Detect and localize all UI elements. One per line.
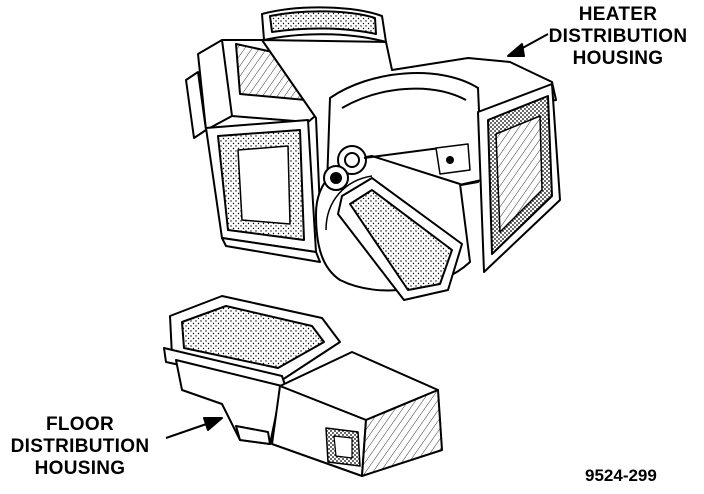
heater-distribution-housing (185, 6, 561, 301)
heater-distribution-housing-callout: HEATER DISTRIBUTION HOUSING (533, 4, 703, 70)
floor-callout-line-3: HOUSING (34, 458, 126, 479)
heater-callout-line-3: HOUSING (572, 48, 664, 69)
floor-callout-line-2: DISTRIBUTION (10, 436, 150, 457)
heater-callout-line-2: DISTRIBUTION (548, 26, 688, 47)
floor-callout-line-1: FLOOR (46, 414, 114, 435)
floor-distribution-housing (163, 295, 443, 477)
figure-number: 9524-299 (585, 466, 657, 485)
floor-distribution-housing-callout: FLOOR DISTRIBUTION HOUSING (0, 414, 160, 480)
heater-callout-line-1: HEATER (578, 4, 658, 25)
